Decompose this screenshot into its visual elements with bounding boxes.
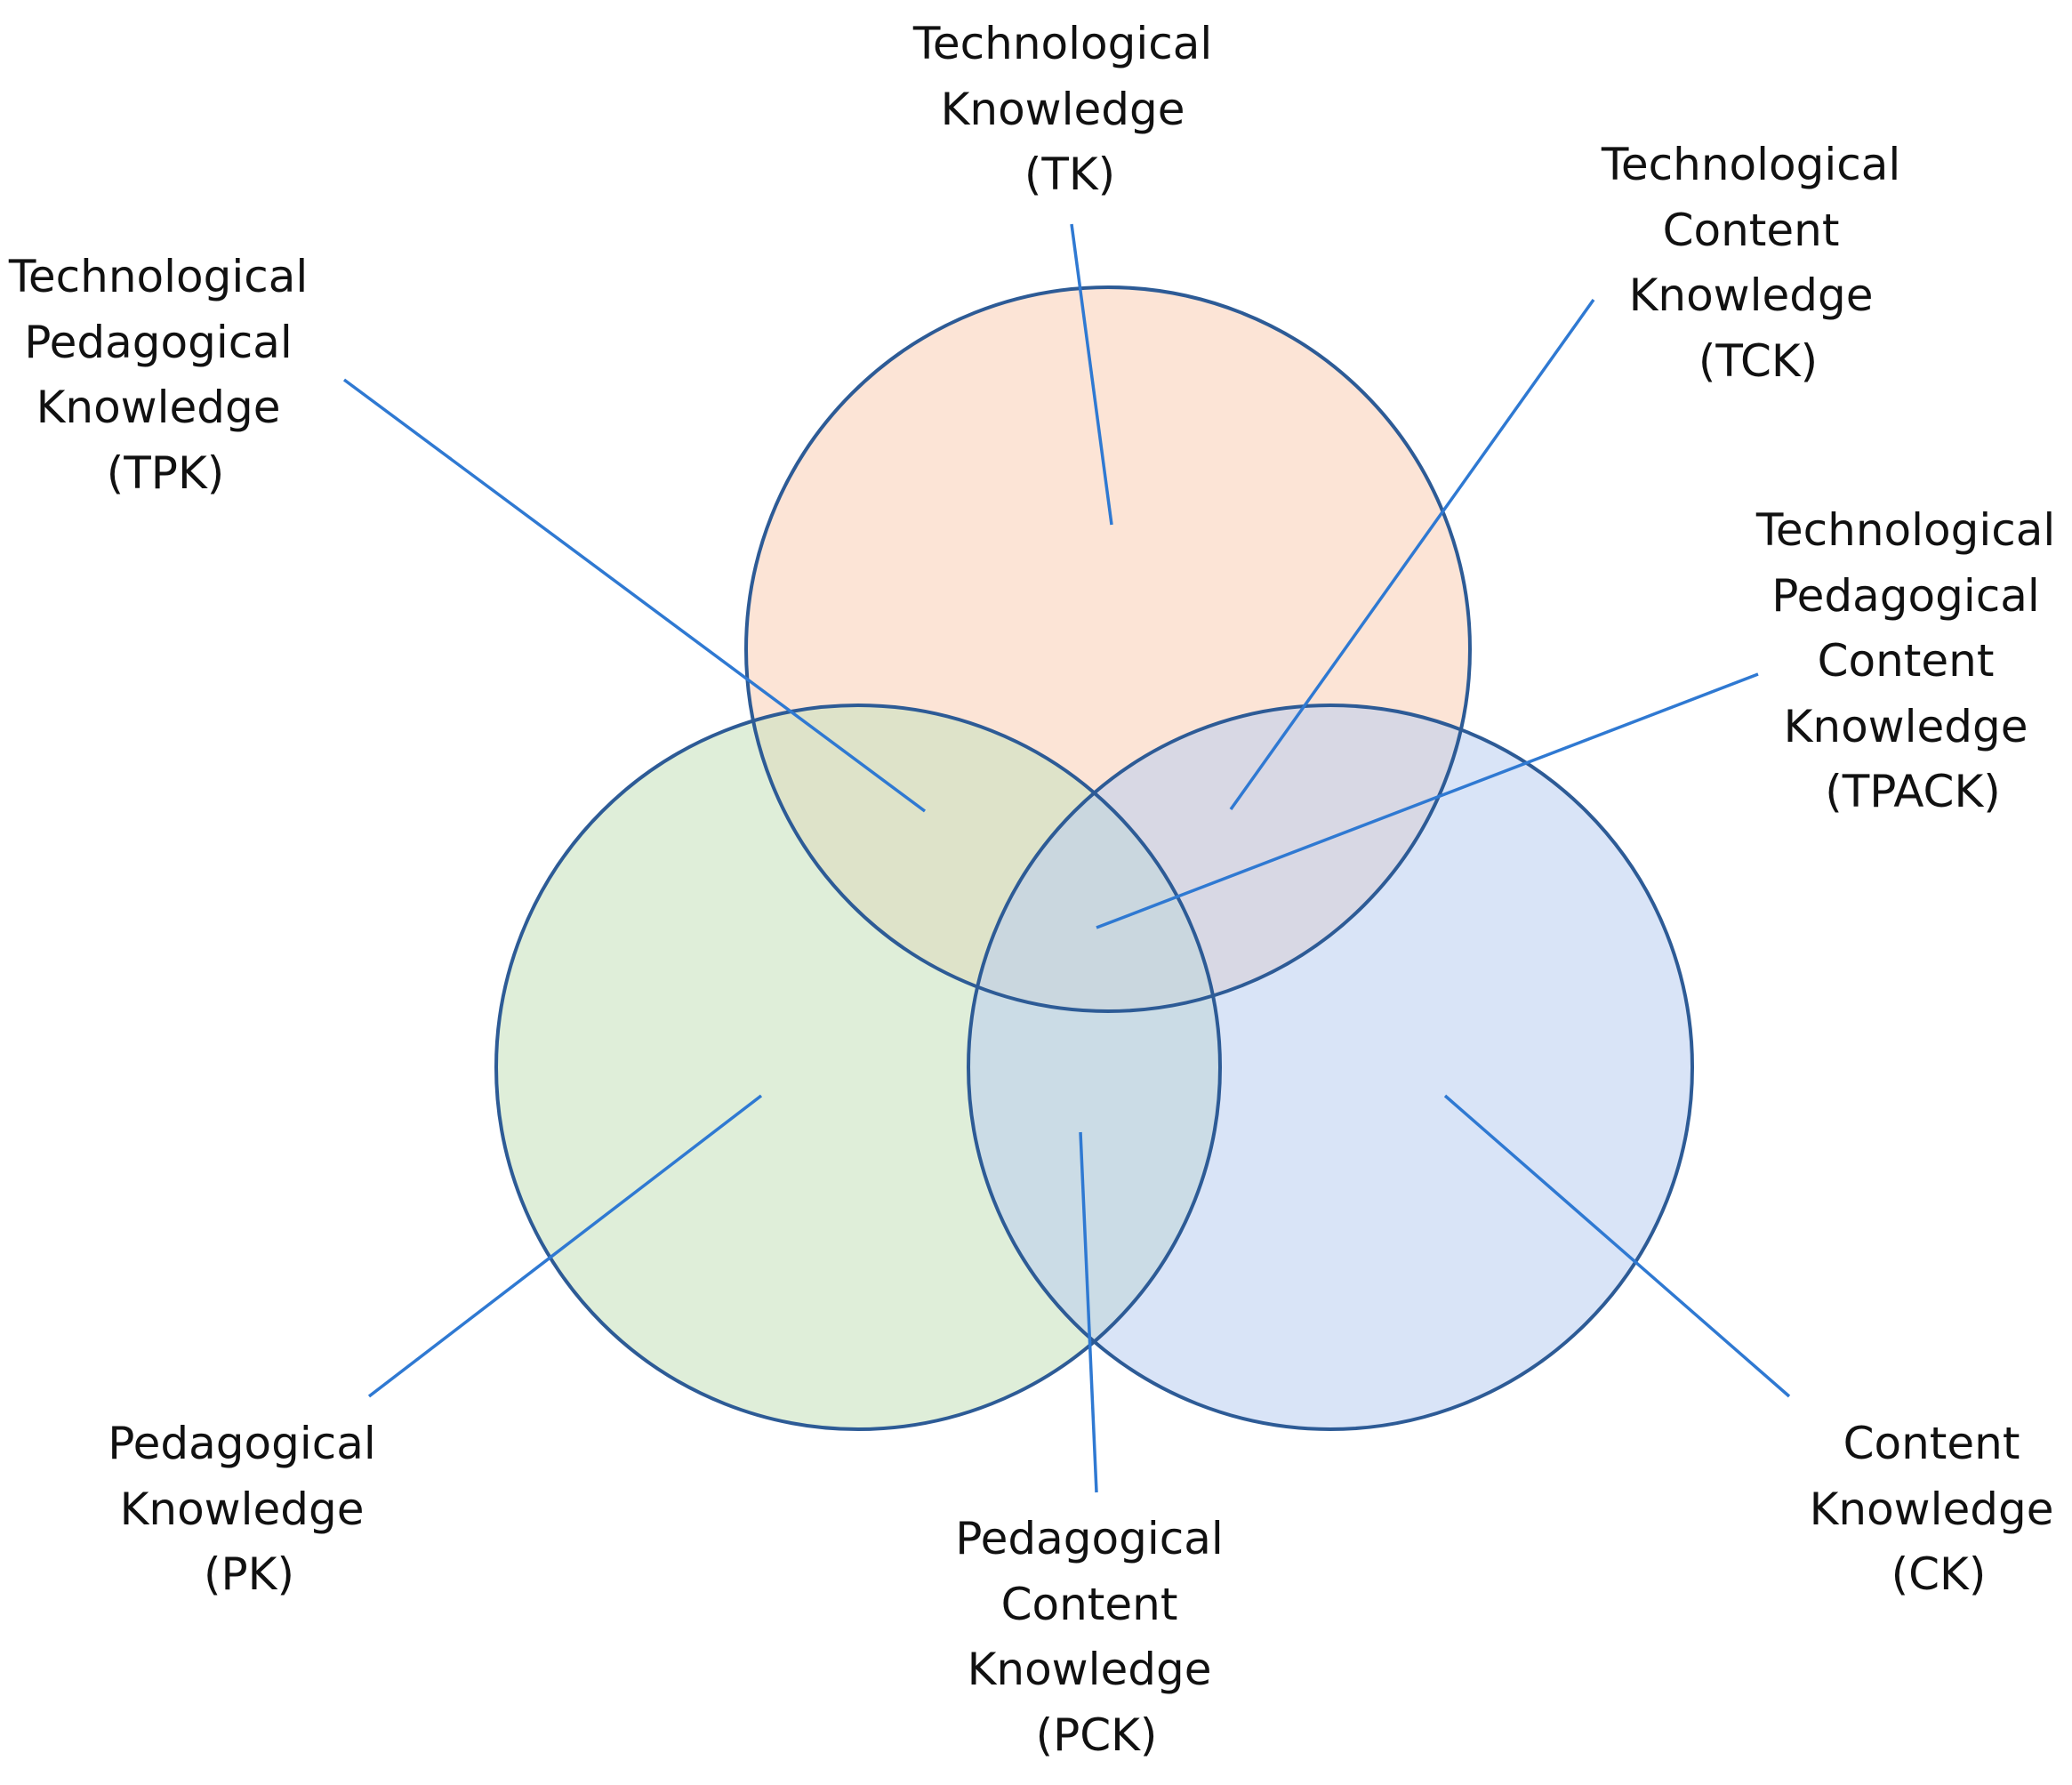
tk-leader-line [1070,223,1113,526]
tck-label-line: Content [1663,205,1840,256]
pedagogical-knowledge-outline [494,704,1222,1431]
tck-label: Technological Content Knowledge (TCK) [1601,139,1915,387]
content-knowledge-outline [967,704,1694,1431]
ck-label: Content Knowledge (CK) [1810,1418,2068,1600]
tk-label-line: Technological [912,18,1212,69]
tpack-label-line: (TPACK) [1825,766,2001,817]
tpk-label-line: Pedagogical [24,317,293,368]
tck-label-line: (TCK) [1699,335,1818,387]
tk-label: Technological Knowledge (TK) [912,18,1226,200]
pck-label-line: Pedagogical [955,1513,1224,1564]
tpk-label-line: (TPK) [107,447,225,499]
pk-label-line: Knowledge [120,1483,365,1535]
tpack-leader-line [1096,672,1759,929]
tpk-leader-line [342,378,927,813]
pk-label-line: Pedagogical [108,1418,376,1469]
pck-label-line: (PCK) [1036,1709,1158,1761]
tck-label-line: Knowledge [1629,269,1874,321]
pk-label-line: (PK) [204,1548,294,1600]
tpack-label-line: Knowledge [1784,701,2028,752]
ck-label-line: Content [1843,1418,2020,1469]
tpack-label: Technological Pedagogical Content Knowle… [1755,504,2069,817]
ck-label-line: (CK) [1891,1548,1987,1600]
tk-label-line: (TK) [1024,149,1115,200]
pck-label: Pedagogical Content Knowledge (PCK) [955,1513,1237,1761]
pck-leader-line [1079,1131,1098,1493]
tk-label-line: Knowledge [941,84,1185,135]
pck-label-line: Knowledge [968,1644,1212,1695]
tpk-label: Technological Pedagogical Knowledge (TPK… [8,251,322,499]
pk-leader-line [367,1094,763,1398]
ck-leader-line [1443,1094,1791,1398]
ck-label-line: Knowledge [1810,1483,2054,1535]
tpack-label-line: Content [1818,635,1995,687]
tpk-label-line: Knowledge [36,382,281,433]
tck-label-line: Technological [1601,139,1900,190]
pk-label: Pedagogical Knowledge (PK) [108,1418,390,1600]
tpack-label-line: Technological [1755,504,2055,556]
content-knowledge-circle [968,705,1692,1429]
tpack-label-line: Pedagogical [1771,570,2040,622]
tck-leader-line [1229,298,1595,811]
pck-label-line: Content [1001,1579,1178,1630]
tpk-label-line: Technological [8,251,308,302]
technological-knowledge-outline [744,285,1472,1013]
